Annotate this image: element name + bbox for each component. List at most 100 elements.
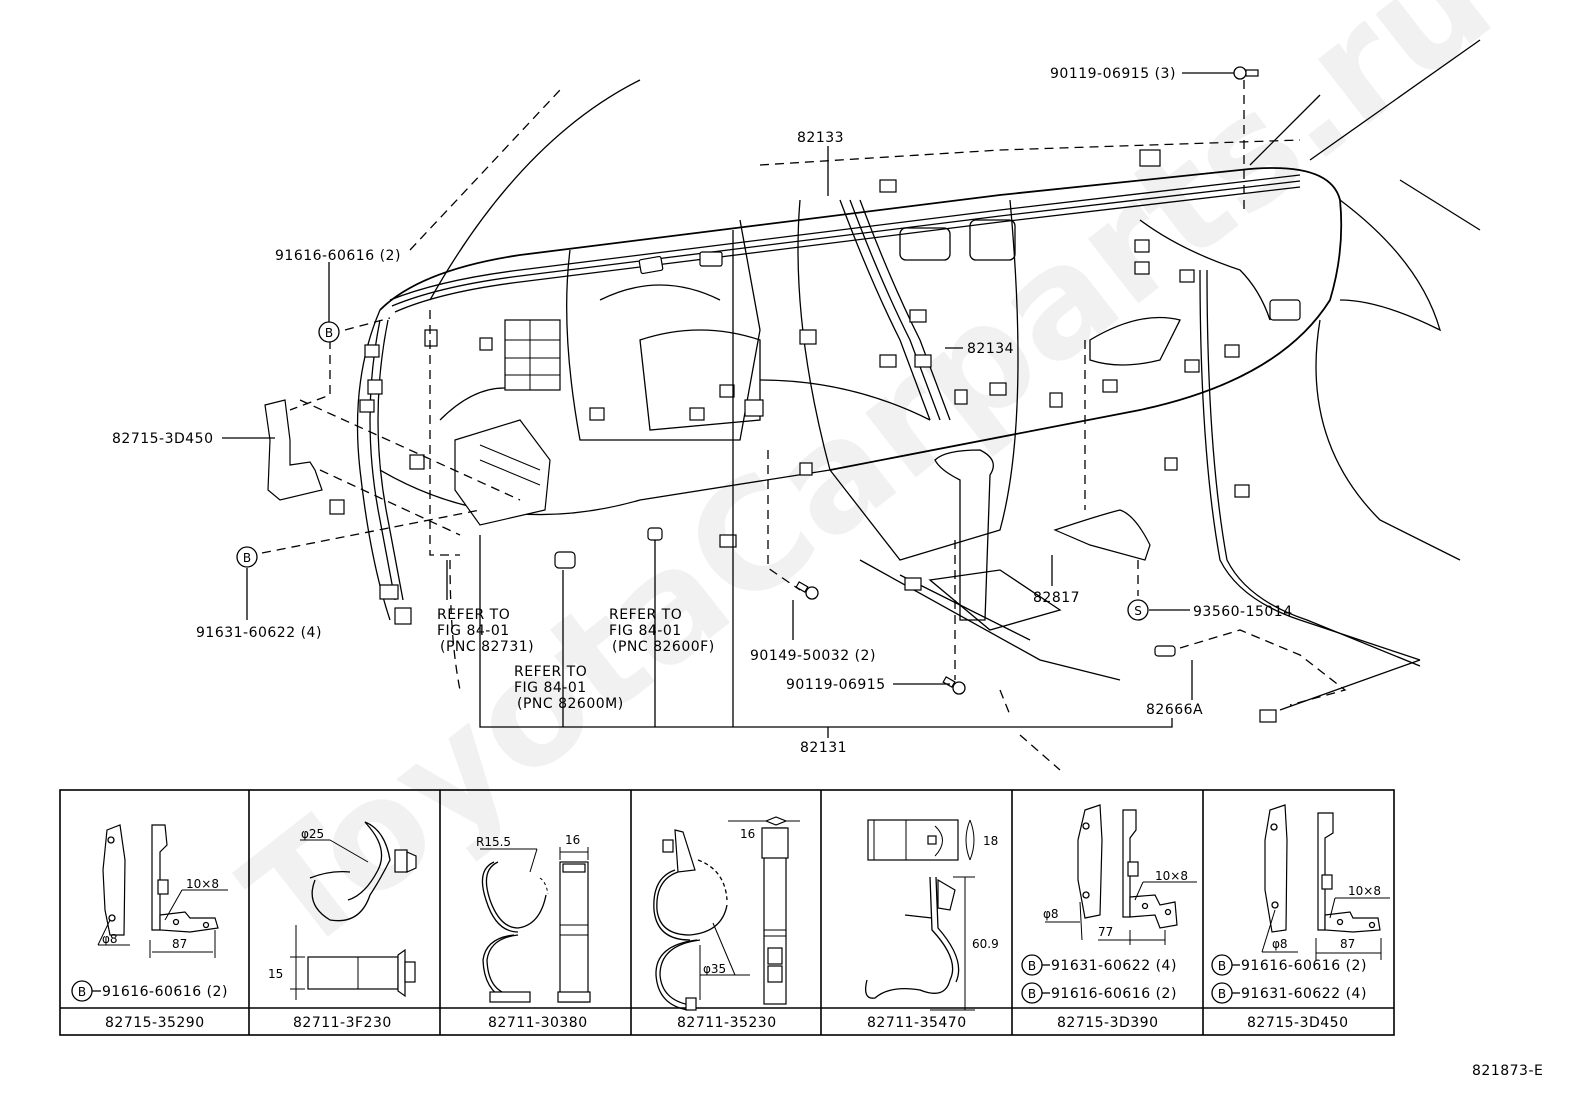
cluster-inner bbox=[639, 329, 761, 431]
table-cell-82715-3D390: 10×8 φ8 77 B 91631-60622 (4) B 91616-606… bbox=[1021, 804, 1197, 1031]
harness-upper-3 bbox=[394, 186, 1301, 313]
svg-text:91616-60616 (2): 91616-60616 (2) bbox=[1241, 958, 1367, 974]
harness-right-floor-1 bbox=[1199, 269, 1421, 661]
svg-text:B: B bbox=[78, 985, 86, 999]
cover-82817 bbox=[1053, 509, 1151, 561]
pillar-right bbox=[1249, 94, 1321, 166]
guide-bracket-3 bbox=[319, 469, 461, 536]
table-cell-82715-35290: φ8 10×8 87 B 91616-60616 (2) 82715-35290 bbox=[71, 824, 228, 1031]
shift-lever bbox=[934, 449, 994, 621]
harness-cross bbox=[759, 379, 931, 421]
svg-text:91631-60622 (4): 91631-60622 (4) bbox=[1051, 958, 1177, 974]
svg-text:60.9: 60.9 bbox=[972, 937, 999, 951]
cluster-bay bbox=[566, 219, 761, 441]
harness-left-2 bbox=[377, 319, 404, 601]
vent-center-left bbox=[899, 227, 951, 261]
bolt-low-icon bbox=[942, 676, 966, 695]
harness-center-2 bbox=[849, 199, 941, 421]
guide-bracket-2 bbox=[299, 399, 521, 501]
table-cell-82711-3F230: φ25 15 82711-3F230 bbox=[268, 821, 417, 1031]
fastener-row: B 91616-60616 (2) bbox=[1021, 982, 1176, 1004]
label-93560-15014: 93560-15014 bbox=[1193, 604, 1293, 620]
relay-block bbox=[504, 319, 561, 391]
svg-text:91631-60622 (4): 91631-60622 (4) bbox=[1241, 986, 1367, 1002]
right-door-edge bbox=[1339, 199, 1442, 332]
s-symbol: S bbox=[1127, 599, 1149, 621]
svg-text:10×8: 10×8 bbox=[1155, 869, 1188, 883]
b-symbol-text: B bbox=[325, 326, 333, 340]
svg-text:10×8: 10×8 bbox=[186, 877, 219, 891]
svg-text:FIG 84-01: FIG 84-01 bbox=[437, 623, 510, 639]
table-cell-82711-30380: R15.5 16 82711-30380 bbox=[476, 833, 591, 1031]
refer-note-2: REFER TO FIG 84-01 (PNC 82600M) bbox=[514, 664, 624, 712]
svg-text:R15.5: R15.5 bbox=[476, 835, 511, 849]
svg-text:87: 87 bbox=[172, 937, 187, 951]
label-90149-50032: 90149-50032 (2) bbox=[750, 648, 876, 664]
label-82817: 82817 bbox=[1033, 590, 1080, 606]
harness-center-3 bbox=[859, 199, 951, 421]
bracket-main bbox=[264, 399, 323, 501]
right-door-line bbox=[1315, 319, 1461, 561]
svg-text:(PNC 82600F): (PNC 82600F) bbox=[612, 639, 715, 655]
pillar-right-2 bbox=[1309, 39, 1481, 161]
svg-text:(PNC 82600M): (PNC 82600M) bbox=[517, 696, 624, 712]
label-bolt-top: 90119-06915 (3) bbox=[1050, 66, 1176, 82]
part-number: 82711-35230 bbox=[677, 1015, 777, 1031]
table-cell-82711-35470: 18 60.9 82711-35470 bbox=[864, 819, 999, 1031]
harness-cluster bbox=[599, 284, 721, 301]
svg-text:87: 87 bbox=[1340, 937, 1355, 951]
part-number: 82711-3F230 bbox=[293, 1015, 392, 1031]
ecu-box bbox=[454, 419, 551, 526]
junction-block bbox=[454, 319, 561, 526]
harness-upper-2 bbox=[391, 180, 1301, 307]
part-number: 82715-3D390 bbox=[1057, 1015, 1159, 1031]
label-91631-60622: 91631-60622 (4) bbox=[196, 625, 322, 641]
dashboard-illustration: B B S 90119-06915 (3) 82133 91616-60616 … bbox=[112, 39, 1481, 771]
parts-table: φ8 10×8 87 B 91616-60616 (2) 82715-35290… bbox=[59, 789, 1395, 1036]
guide-bracket-1 bbox=[289, 340, 331, 411]
table-cell-82711-35230: φ35 16 82711-35230 bbox=[653, 816, 800, 1031]
refer-note-1: REFER TO FIG 84-01 (PNC 82731) bbox=[437, 607, 534, 655]
fastener-row: B 91616-60616 (2) bbox=[1211, 954, 1367, 976]
figure-code: 821873-E bbox=[1472, 1063, 1543, 1079]
svg-text:16: 16 bbox=[740, 827, 755, 841]
svg-text:91616-60616 (2): 91616-60616 (2) bbox=[102, 984, 228, 1000]
svg-text:φ35: φ35 bbox=[703, 962, 726, 976]
label-82666a: 82666A bbox=[1146, 702, 1203, 718]
s-symbol-text: S bbox=[1134, 604, 1142, 618]
svg-text:16: 16 bbox=[565, 833, 580, 847]
fastener-row: B 91616-60616 (2) bbox=[71, 980, 228, 1002]
part-number: 82715-35290 bbox=[105, 1015, 205, 1031]
label-91616-60616: 91616-60616 (2) bbox=[275, 248, 401, 264]
guide-connector bbox=[1179, 629, 1347, 706]
guide-left-lower bbox=[449, 559, 461, 691]
pillar-left-dash bbox=[409, 89, 561, 251]
guide-b-left bbox=[261, 509, 481, 554]
b-symbol-top: B bbox=[318, 321, 340, 343]
right-window bbox=[1399, 179, 1481, 231]
svg-text:φ8: φ8 bbox=[1043, 907, 1059, 921]
part-number: 82715-3D450 bbox=[1247, 1015, 1349, 1031]
harness-upper-1 bbox=[389, 174, 1301, 301]
glovebox-handle bbox=[1089, 316, 1181, 366]
svg-text:B: B bbox=[1028, 959, 1036, 973]
refer-note-3: REFER TO FIG 84-01 (PNC 82600F) bbox=[609, 607, 715, 655]
table-cell-82715-3D450: φ8 10×8 87 B 91616-60616 (2) B 91631-606… bbox=[1211, 804, 1390, 1031]
svg-text:15: 15 bbox=[268, 967, 283, 981]
label-82134: 82134 bbox=[967, 341, 1014, 357]
console-dash bbox=[1019, 734, 1061, 771]
guide-bolt-mid bbox=[767, 450, 801, 591]
harness-right-1 bbox=[1139, 219, 1271, 321]
label-82715-3d450: 82715-3D450 bbox=[112, 431, 214, 447]
svg-text:(PNC 82731): (PNC 82731) bbox=[440, 639, 534, 655]
fastener-row: B 91631-60622 (4) bbox=[1021, 954, 1177, 976]
leader-82131-bar bbox=[479, 535, 1173, 728]
guide-b-top bbox=[344, 317, 391, 331]
svg-text:φ25: φ25 bbox=[301, 827, 324, 841]
shift-gate bbox=[928, 569, 1062, 631]
svg-text:REFER TO: REFER TO bbox=[514, 664, 587, 680]
svg-text:18: 18 bbox=[983, 834, 998, 848]
svg-text:FIG 84-01: FIG 84-01 bbox=[609, 623, 682, 639]
fastener-row: B 91631-60622 (4) bbox=[1211, 982, 1367, 1004]
